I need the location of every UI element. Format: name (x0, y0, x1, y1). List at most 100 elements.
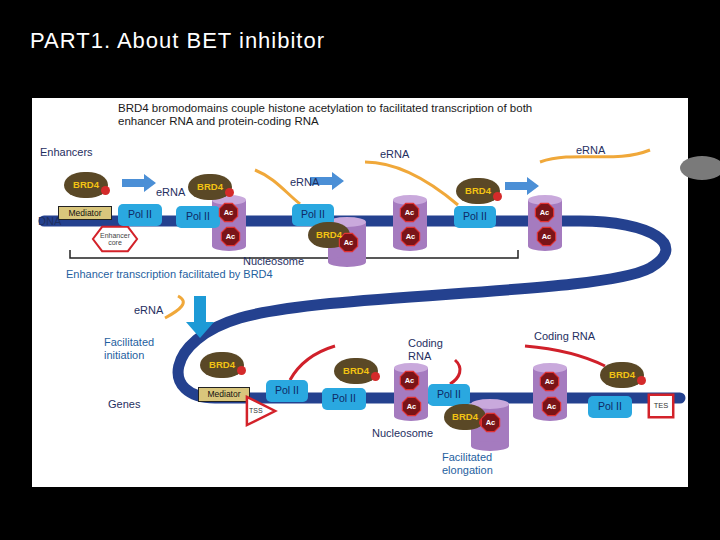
acetyl-octagon: Ac (537, 227, 556, 246)
outline-shape (537, 227, 555, 245)
outline-shape (649, 395, 673, 418)
node-text: Pol II (598, 401, 622, 412)
acetyl-octagon: Ac (481, 413, 500, 432)
annotation-label: Coding RNA (408, 337, 454, 362)
block-arrow (505, 177, 539, 195)
brd4-protein: BRD4 (334, 358, 378, 384)
tes-box: TES (648, 394, 674, 418)
pol-ii-box: Pol II (428, 384, 470, 406)
node-text: Ac (344, 239, 354, 247)
node-text: Ac (547, 403, 557, 411)
annotation-label: eRNA (576, 144, 616, 157)
annotation-label: eRNA (156, 186, 196, 199)
nucleosome (528, 195, 562, 251)
outline-shape (221, 227, 239, 245)
nucleosome (393, 195, 427, 251)
pol-ii-box: Pol II (588, 396, 632, 418)
bromodomain-pocket (493, 192, 502, 201)
node-text: Pol II (332, 393, 356, 404)
erna-strand (365, 162, 458, 205)
pol-ii-box: Pol II (454, 206, 496, 228)
coding-rna-strand (450, 360, 460, 384)
node-text: BRD4 (209, 360, 235, 370)
grey-blob (680, 156, 720, 180)
node-text: Ac (545, 378, 555, 386)
annotation-label: Genes (108, 398, 158, 411)
erna-strand (165, 296, 183, 318)
dna-strand (44, 221, 680, 398)
outline-shape (219, 203, 237, 221)
outline-shape (535, 203, 553, 221)
outline-shape (540, 372, 558, 390)
node-text: Ac (407, 403, 417, 411)
bromodomain-pocket (225, 188, 234, 197)
pol-ii-box: Pol II (176, 206, 220, 228)
acetyl-octagon: Ac (402, 397, 421, 416)
outline-shape (481, 413, 499, 431)
coding-rna-strand (290, 346, 335, 380)
node-text: BRD4 (316, 230, 342, 240)
outline-shape (93, 227, 137, 251)
annotation-label: Nucleosome (372, 427, 452, 440)
outline-shape (339, 233, 357, 251)
figure-heading: BRD4 bromodomains couple histone acetyla… (118, 102, 550, 128)
brd4-protein: BRD4 (456, 178, 500, 204)
bromodomain-pocket (101, 186, 110, 195)
node-text: Ac (405, 209, 415, 217)
outline-shape (542, 397, 560, 415)
brd4-protein: BRD4 (600, 362, 644, 388)
bromodomain-pocket (637, 376, 646, 385)
pol-ii-box: Pol II (118, 204, 162, 226)
brd4-protein: BRD4 (64, 172, 108, 198)
brd4-protein: BRD4 (444, 404, 486, 430)
annotation-label: Nucleosome (243, 255, 323, 268)
block-arrow (122, 174, 156, 192)
outline-shape (400, 203, 418, 221)
node-text: BRD4 (465, 186, 491, 196)
down-arrow (186, 296, 214, 338)
bromodomain-pocket (237, 366, 246, 375)
node-text: Ac (406, 233, 416, 241)
node-text: Ac (405, 377, 415, 385)
node-text: TSS (249, 407, 263, 414)
annotation-label: Coding RNA (534, 330, 614, 343)
node-text: Mediator (207, 390, 240, 399)
annotation-label: eRNA (290, 176, 330, 189)
node-text: Ac (224, 209, 234, 217)
annotation-label: Facilitated elongation (442, 451, 514, 476)
mediator-box: Mediator (58, 206, 112, 220)
pol-ii-box: Pol II (266, 380, 308, 402)
acetyl-octagon: Ac (535, 203, 554, 222)
acetyl-octagon: Ac (540, 372, 559, 391)
brd4-protein: BRD4 (200, 352, 244, 378)
node-text: Pol II (186, 211, 210, 222)
enhancer-core-hexagon: Enhancer core (92, 226, 138, 252)
acetyl-octagon: Ac (221, 227, 240, 246)
bromodomain-pocket (371, 372, 380, 381)
node-text: BRD4 (73, 180, 99, 190)
node-text: TES (654, 402, 669, 410)
slide-title: PART1. About BET inhibitor (30, 28, 325, 54)
node-text: BRD4 (452, 412, 478, 422)
nucleosome (394, 363, 428, 421)
node-text: Ac (540, 209, 550, 217)
mediator-box: Mediator (198, 387, 250, 402)
nucleosome (533, 363, 567, 421)
pol-ii-box: Pol II (322, 388, 366, 410)
node-text: Pol II (275, 385, 299, 396)
node-text: BRD4 (197, 182, 223, 192)
outline-shape (400, 371, 418, 389)
acetyl-octagon: Ac (219, 203, 238, 222)
acetyl-octagon: Ac (542, 397, 561, 416)
figure-panel (32, 98, 688, 487)
annotation-label: Enhancer transcription facilitated by BR… (66, 268, 366, 281)
node-text: Ac (486, 419, 496, 427)
annotation-label: eRNA (380, 148, 420, 161)
brd4-protein: BRD4 (188, 174, 232, 200)
node-text: Ac (542, 233, 552, 241)
coding-rna-strand (525, 346, 605, 366)
outline-shape (401, 227, 419, 245)
annotation-label: Enhancers (40, 146, 120, 159)
annotation-label: Facilitated initiation (104, 336, 176, 361)
annotation-label: eRNA (134, 304, 174, 317)
